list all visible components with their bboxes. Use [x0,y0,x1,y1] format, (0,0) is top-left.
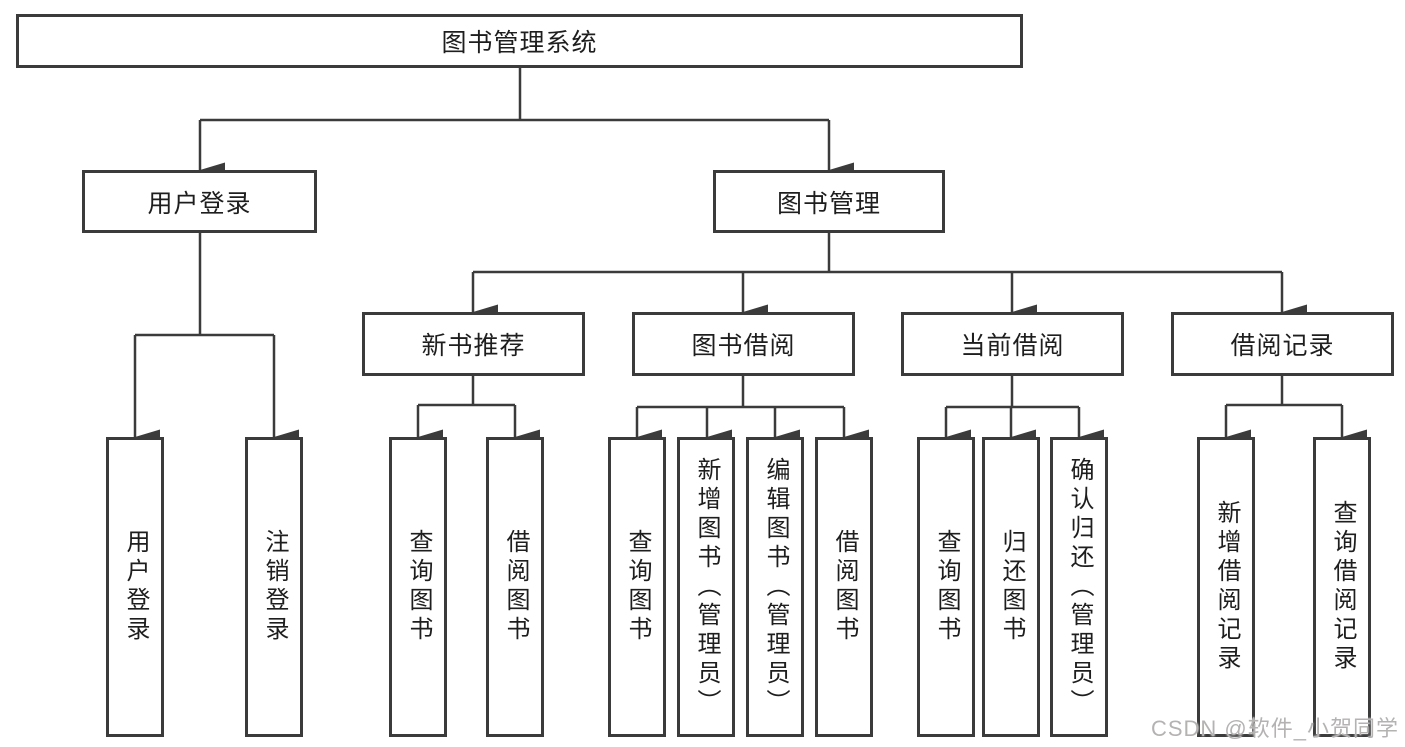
connector-book-borrow-trunk [637,376,844,409]
leaf-user-login: 用户登录 [106,437,164,737]
leaf-bb-add-books-admin: 新增图书（管理员） [677,437,735,737]
leaf-bb-edit-books-admin: 编辑图书（管理员） [746,437,804,737]
leaf-logout: 注销登录 [245,437,303,737]
connector-borrow-records-trunk [1226,376,1342,407]
leaf-nbr-query-books: 查询图书 [389,437,447,737]
connector-root-trunk [200,68,829,122]
node-user-login: 用户登录 [82,170,317,233]
leaf-cb-return-books: 归还图书 [982,437,1040,737]
node-book-management: 图书管理 [713,170,945,233]
node-borrow-records: 借阅记录 [1171,312,1394,376]
leaf-cb-query-books: 查询图书 [917,437,975,737]
node-new-book-recommend: 新书推荐 [362,312,585,376]
leaf-nbr-borrow-books: 借阅图书 [486,437,544,737]
leaf-bb-borrow-books: 借阅图书 [815,437,873,737]
node-current-borrow: 当前借阅 [901,312,1124,376]
leaf-br-add-record: 新增借阅记录 [1197,437,1255,737]
connector-book-management-trunk [473,233,1282,274]
connector-current-borrow-trunk [946,376,1079,409]
node-root-system: 图书管理系统 [16,14,1023,68]
leaf-br-query-record: 查询借阅记录 [1313,437,1371,737]
leaf-bb-query-books: 查询图书 [608,437,666,737]
node-book-borrow: 图书借阅 [632,312,855,376]
leaf-cb-confirm-return-admin: 确认归还（管理员） [1050,437,1108,737]
connector-new-book-rec-trunk [418,376,515,407]
connector-user-login-trunk [135,233,274,337]
